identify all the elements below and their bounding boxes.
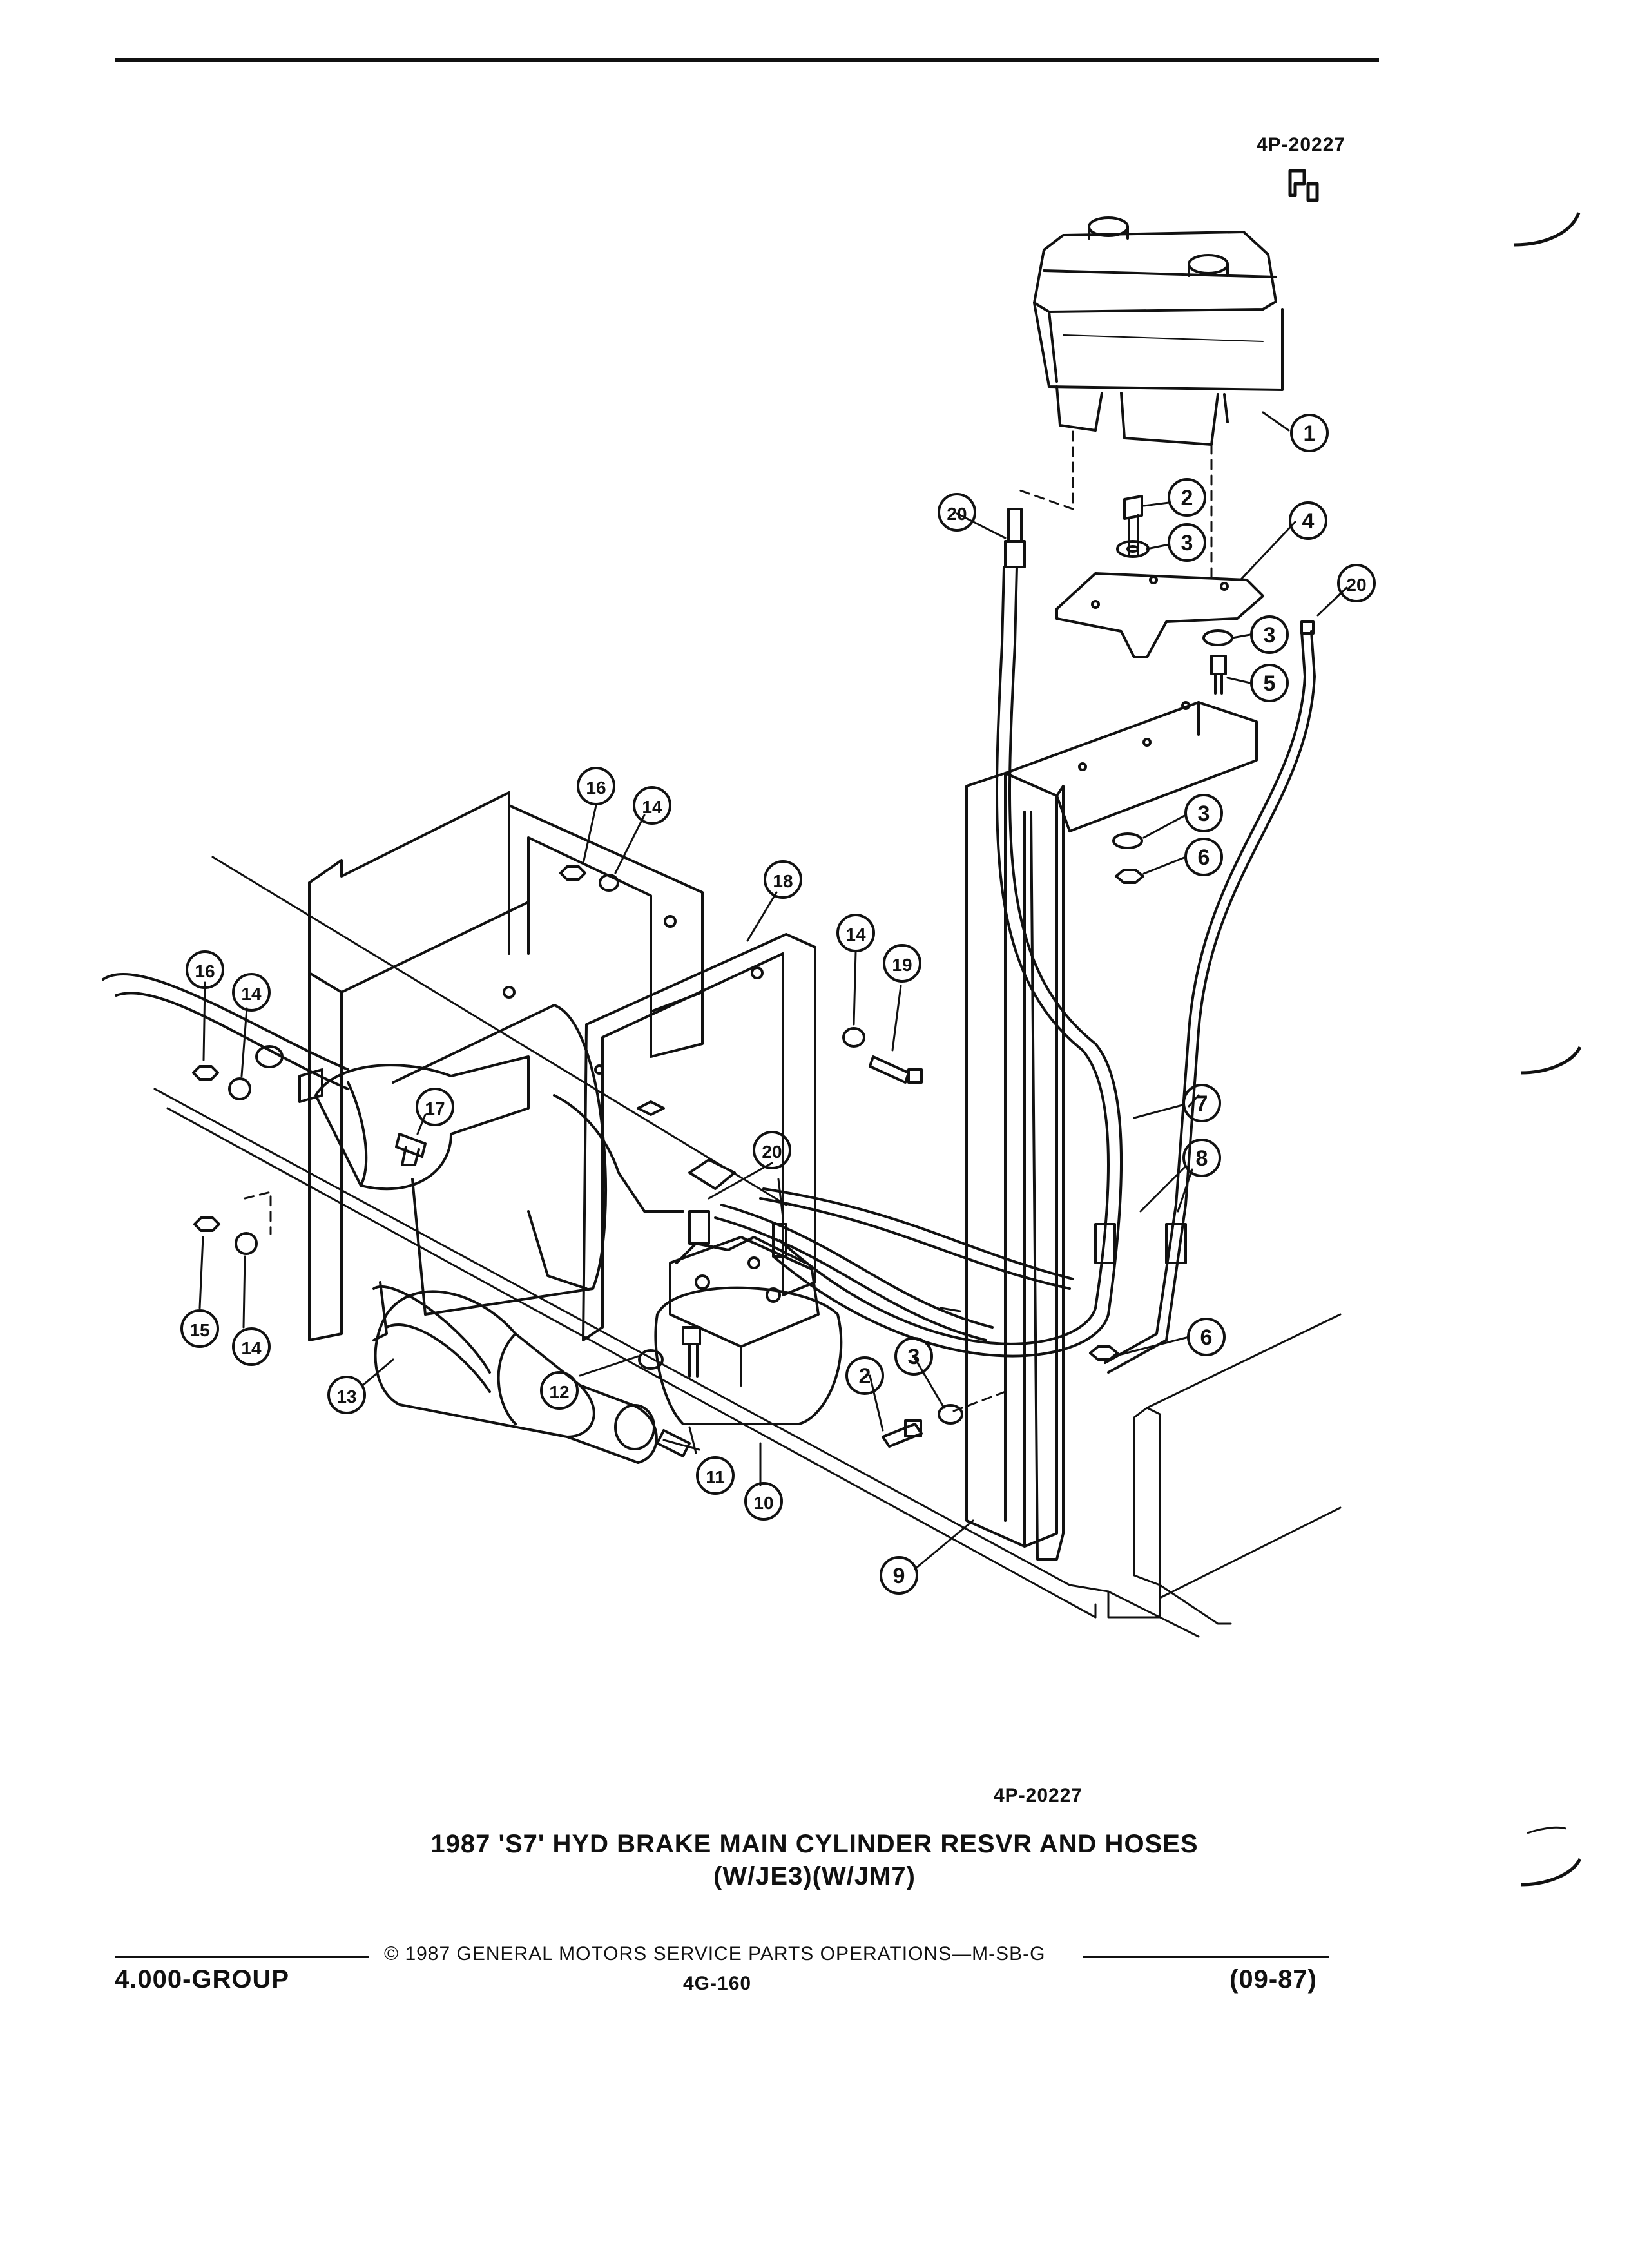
- page-number: 4G-160: [683, 1973, 752, 1994]
- pump-motor-assembly: [298, 1004, 843, 1464]
- hose-right: [1104, 620, 1316, 1374]
- callout-label: 19: [892, 955, 912, 975]
- washer-3-mid: [1112, 832, 1143, 849]
- callout-label: 3: [1181, 531, 1193, 555]
- bolt-5: [1210, 655, 1227, 695]
- callout-label: 11: [706, 1467, 725, 1487]
- callout-labels: 1 2 3 4 20 3 5 3 6 16 14 18 14 19 16 14 …: [189, 421, 1366, 1588]
- nut-16-upper: [559, 865, 586, 881]
- nut-15: [193, 1216, 220, 1232]
- figure-title: 1987 'S7' HYD BRAKE MAIN CYLINDER RESVR …: [430, 1830, 1199, 1858]
- callout-label: 18: [773, 871, 793, 891]
- callout-label: 12: [549, 1382, 569, 1402]
- washer-3-right: [1202, 629, 1233, 646]
- callout-label: 2: [859, 1364, 871, 1389]
- callout-label: 16: [586, 778, 606, 798]
- callout-label: 3: [1264, 623, 1276, 648]
- callout-label: 2: [1181, 486, 1193, 510]
- orientation-mark: [1288, 169, 1319, 202]
- group-label: 4.000-GROUP: [115, 1965, 290, 1994]
- callout-label: 20: [762, 1142, 782, 1162]
- callout-label: 6: [1200, 1325, 1213, 1350]
- binding-marks: [1514, 212, 1582, 1887]
- footer-rule-right: [1083, 1956, 1329, 1958]
- callout-label: 13: [336, 1387, 356, 1407]
- hose-left: [772, 508, 1123, 1358]
- callout-label: 20: [947, 504, 967, 524]
- washer-14-left: [228, 1077, 251, 1100]
- callout-label: 3: [1198, 802, 1210, 826]
- washer-14-right: [842, 1027, 865, 1048]
- callouts: [180, 414, 1376, 1595]
- callout-label: 5: [1264, 671, 1276, 696]
- callout-label: 14: [845, 925, 866, 945]
- nut-6-lower: [1089, 1345, 1119, 1361]
- callout-label: 6: [1198, 845, 1210, 870]
- washer-14-lower: [235, 1232, 258, 1255]
- bolt-2-lower: [882, 1419, 923, 1448]
- callout-label: 17: [425, 1099, 445, 1119]
- nut-16-left: [192, 1065, 219, 1081]
- top-rule: [115, 58, 1379, 62]
- callout-label: 14: [642, 797, 662, 817]
- callout-label: 4: [1302, 509, 1315, 533]
- revision-date: (09-87): [1229, 1965, 1317, 1994]
- bracket-part: [1055, 572, 1264, 658]
- callout-label: 20: [1346, 575, 1366, 595]
- callout-label: 9: [893, 1564, 905, 1588]
- callout-label: 1: [1304, 421, 1316, 446]
- shield-plate: [582, 933, 816, 1341]
- nut-6-mid: [1115, 869, 1144, 884]
- callout-label: 8: [1196, 1146, 1208, 1171]
- callout-label: 10: [753, 1493, 773, 1513]
- callout-label: 14: [241, 1338, 262, 1358]
- bolt-19: [869, 1055, 923, 1084]
- copyright-line: © 1987 GENERAL MOTORS SERVICE PARTS OPER…: [384, 1943, 1046, 1965]
- callout-label: 16: [195, 961, 215, 981]
- callout-label: 15: [189, 1320, 209, 1340]
- washer-14-upper: [599, 874, 619, 892]
- callout-label: 14: [241, 984, 262, 1004]
- washer-3-top: [1116, 540, 1150, 558]
- figure-subtitle: (W/JE3)(W/JM7): [713, 1862, 916, 1890]
- reservoir-part: [1033, 216, 1284, 446]
- footer-rule-left: [115, 1956, 369, 1958]
- figure-id-bottom: 4P-20227: [994, 1785, 1083, 1806]
- figure-id-top: 4P-20227: [1257, 134, 1346, 155]
- callout-label: 7: [1196, 1091, 1208, 1116]
- washer-3-lower: [938, 1404, 963, 1425]
- callout-label: 3: [908, 1345, 920, 1369]
